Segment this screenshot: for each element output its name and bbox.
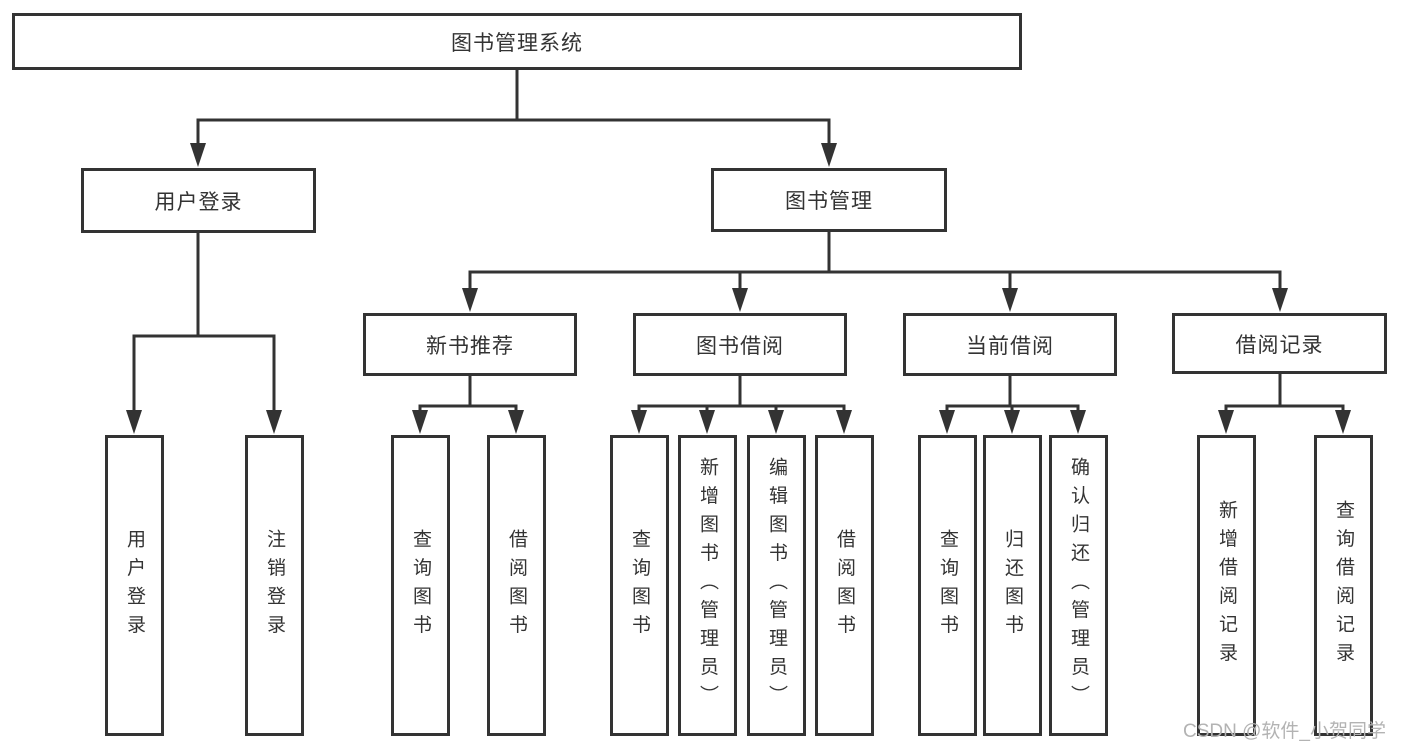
node-leaf-borrow-books: 借阅图书 [815, 435, 874, 736]
node-leaf-edit-books-admin: 编辑图书（管理员） [747, 435, 806, 736]
node-leaf-query-borrow-record-label: 查询借阅记录 [1333, 500, 1354, 671]
node-current-borrow-label: 当前借阅 [966, 334, 1054, 358]
node-leaf-query-books-borrow-label: 查询图书 [629, 528, 650, 643]
node-leaf-query-borrow-record: 查询借阅记录 [1314, 435, 1373, 736]
node-leaf-return-books: 归还图书 [983, 435, 1042, 736]
node-borrow-records: 借阅记录 [1172, 313, 1387, 374]
node-new-book-rec-label: 新书推荐 [426, 334, 514, 358]
node-user-login: 用户登录 [81, 168, 316, 233]
node-current-borrow: 当前借阅 [903, 313, 1117, 376]
node-leaf-confirm-return-admin-label: 确认归还（管理员） [1068, 457, 1089, 714]
node-leaf-borrow-books-label: 借阅图书 [834, 528, 855, 643]
node-book-borrow-label: 图书借阅 [696, 334, 784, 358]
node-leaf-query-books-current: 查询图书 [918, 435, 977, 736]
node-user-login-label: 用户登录 [154, 190, 243, 214]
node-leaf-borrow-books-rec-label: 借阅图书 [506, 528, 527, 643]
node-leaf-add-books-admin-label: 新增图书（管理员） [697, 457, 718, 714]
watermark-text: CSDN @软件_小贺同学 [1183, 721, 1386, 742]
node-book-borrow: 图书借阅 [633, 313, 847, 376]
node-leaf-query-books-rec: 查询图书 [391, 435, 450, 736]
node-leaf-query-books-rec-label: 查询图书 [410, 528, 431, 643]
node-root-label: 图书管理系统 [451, 31, 583, 55]
node-leaf-return-books-label: 归还图书 [1002, 528, 1023, 643]
node-leaf-user-login-label: 用户登录 [124, 528, 145, 643]
node-leaf-query-books-current-label: 查询图书 [937, 528, 958, 643]
node-leaf-borrow-books-rec: 借阅图书 [487, 435, 546, 736]
node-borrow-records-label: 借阅记录 [1235, 333, 1324, 357]
node-book-mgmt: 图书管理 [711, 168, 947, 232]
node-leaf-add-books-admin: 新增图书（管理员） [678, 435, 737, 736]
node-leaf-query-books-borrow: 查询图书 [610, 435, 669, 736]
node-book-mgmt-label: 图书管理 [785, 190, 873, 213]
node-leaf-user-login: 用户登录 [105, 435, 164, 736]
node-leaf-add-borrow-record: 新增借阅记录 [1197, 435, 1256, 736]
node-leaf-confirm-return-admin: 确认归还（管理员） [1049, 435, 1108, 736]
node-leaf-edit-books-admin-label: 编辑图书（管理员） [766, 457, 787, 714]
node-new-book-rec: 新书推荐 [363, 313, 577, 376]
node-root: 图书管理系统 [12, 13, 1022, 70]
node-leaf-logout: 注销登录 [245, 435, 304, 736]
node-leaf-add-borrow-record-label: 新增借阅记录 [1216, 500, 1237, 671]
node-leaf-logout-label: 注销登录 [264, 528, 285, 643]
